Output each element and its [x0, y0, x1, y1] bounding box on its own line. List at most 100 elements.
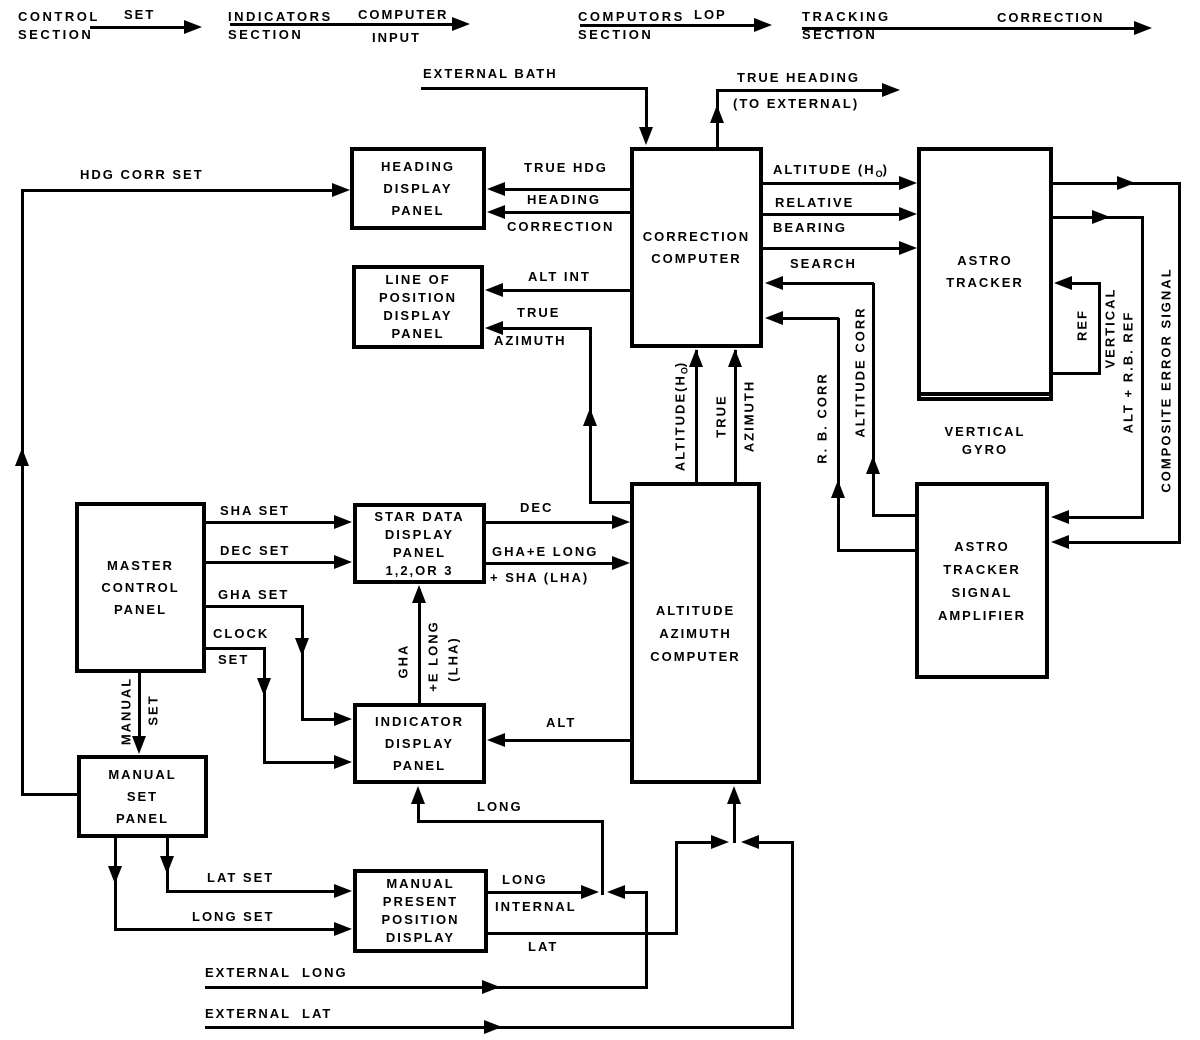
altitude-ho-vertical-line [695, 350, 698, 482]
header-set-line [90, 26, 188, 29]
lat-line [675, 842, 678, 935]
header-set-label: SET [124, 7, 156, 22]
gha-set-line [301, 605, 304, 721]
gha-e-long-label: GHA+E LONG [492, 544, 599, 559]
true-hdg-line [503, 188, 630, 191]
header-indicators-section: INDICATORS SECTION [228, 9, 333, 42]
vertical-ref-line [1098, 283, 1101, 375]
altitude-ho-arrow-icon [899, 176, 917, 190]
true-azimuth-up-arrow-icon [583, 408, 597, 426]
ref-label: REF [1074, 309, 1090, 341]
dec-set-label: DEC SET [220, 543, 291, 558]
altitude-corr-label: ALTITUDE CORR [852, 306, 868, 438]
header-computer-label: COMPUTER [358, 7, 449, 22]
header-tracking-section: TRACKING SECTION [802, 9, 891, 42]
azimuth-vertical-label: AZIMUTH [741, 379, 757, 453]
alt-label: ALT [546, 715, 577, 730]
vertical-ref-line [1050, 372, 1101, 375]
sha-lha-label: + SHA (LHA) [490, 570, 590, 585]
header-computer-input-arrow-icon [452, 17, 470, 31]
alt-rb-ref-label: ALT + R.B. REF [1120, 310, 1136, 434]
hdg-corr-set-arrow-icon [332, 183, 350, 197]
external-bath-line [421, 87, 648, 90]
true-hdg-label: TRUE HDG [524, 160, 608, 175]
clock-set-line [206, 647, 266, 650]
external-bath-label: EXTERNAL BATH [423, 66, 558, 81]
search-arrow-icon [899, 241, 917, 255]
clock-set-line [263, 761, 336, 764]
true-azimuth-vertical-arrow-icon [728, 349, 742, 367]
sha-set-arrow-icon [334, 515, 352, 529]
vertical-label: VERTICAL [1102, 287, 1118, 369]
rb-corr-line [781, 317, 839, 320]
lat-set-label: LAT SET [207, 870, 275, 885]
clock-set-down-arrow-icon [257, 678, 271, 696]
header-computer-input-line [230, 23, 454, 26]
alt-rb-ref-line [1141, 216, 1144, 519]
external-long-join-line [645, 891, 648, 989]
true-azimuth-label2: AZIMUTH [494, 333, 567, 348]
manual-set-label: MANUAL [118, 676, 134, 746]
sha-set-label: SHA SET [220, 503, 290, 518]
search-label: SEARCH [790, 256, 857, 271]
composite-error-mid-arrow-icon [1117, 176, 1135, 190]
heading-correction-line [503, 211, 630, 214]
gha-e-long-line [486, 562, 612, 565]
manual-set-panel-box: MANUAL SET PANEL [77, 755, 208, 838]
hdg-corr-set-line [21, 189, 334, 192]
external-long-join-arrow-icon [607, 885, 625, 899]
sha-set-line [206, 521, 334, 524]
external-long-line [205, 986, 648, 989]
relative-bearing-label2: BEARING [773, 220, 847, 235]
clock-set-label: CLOCK [213, 626, 270, 641]
vertical-ref-arrow-icon [1054, 276, 1072, 290]
master-control-panel-box: MASTER CONTROL PANEL [75, 502, 206, 673]
heading-correction-arrow-icon [487, 205, 505, 219]
lat-line [675, 841, 713, 844]
clock-set-arrow-icon [334, 755, 352, 769]
gha-set-arrow-icon [334, 712, 352, 726]
alt-rb-ref-mid-arrow-icon [1092, 210, 1110, 224]
altitude-ho-label: ALTITUDE (HO) [773, 162, 889, 179]
gha-set-line [301, 718, 336, 721]
manual-set-label2: SET [145, 694, 161, 726]
gha-e-long-lha-vertical-line [418, 589, 421, 703]
header-lop-label: LOP [694, 7, 727, 22]
vertical-gyro-label: VERTICAL GYRO [944, 423, 1026, 457]
dec-set-line [206, 561, 334, 564]
external-bath-arrow-icon [639, 127, 653, 145]
gha-set-down-arrow-icon [295, 638, 309, 656]
manual-set-line [138, 673, 141, 737]
long-line [601, 820, 604, 895]
manual-present-position-display-box: MANUAL PRESENT POSITION DISPLAY [353, 869, 488, 953]
true-azimuth-arrow-icon [485, 321, 503, 335]
heading-display-panel-box: HEADING DISPLAY PANEL [350, 147, 486, 230]
lat-set-line [166, 890, 336, 893]
true-azimuth-line [589, 501, 632, 504]
header-input-label: INPUT [372, 30, 421, 45]
altitude-corr-line [872, 514, 915, 517]
long-set-line [114, 838, 117, 931]
hdg-corr-set-label: HDG CORR SET [80, 167, 204, 182]
external-lat-join-line [791, 841, 794, 1029]
hdg-corr-set-line [21, 793, 79, 796]
alt-int-line [501, 289, 630, 292]
dec-set-arrow-icon [334, 555, 352, 569]
altitude-corr-line [781, 282, 874, 285]
altitude-ho-line [763, 182, 899, 185]
lat-long-up-arrow-icon [727, 786, 741, 804]
composite-error-line [1178, 182, 1181, 544]
external-lat-join-line [757, 841, 794, 844]
long-internal-line [488, 891, 581, 894]
astro-tracker-box: ASTRO TRACKER VERTICAL GYRO [917, 147, 1053, 457]
relative-bearing-label: RELATIVE [775, 195, 855, 210]
true-heading-arrow-icon [882, 83, 900, 97]
external-long-join-line [623, 891, 648, 894]
lha-vertical-label: (LHA) [445, 636, 461, 682]
lat-set-arrow-icon [334, 884, 352, 898]
altitude-ho-vertical-arrow-icon [689, 349, 703, 367]
long-label: LONG [477, 799, 523, 814]
header-set-arrow-icon [184, 20, 202, 34]
heading-correction-label2: CORRECTION [507, 219, 615, 234]
header-lop-arrow-icon [754, 18, 772, 32]
